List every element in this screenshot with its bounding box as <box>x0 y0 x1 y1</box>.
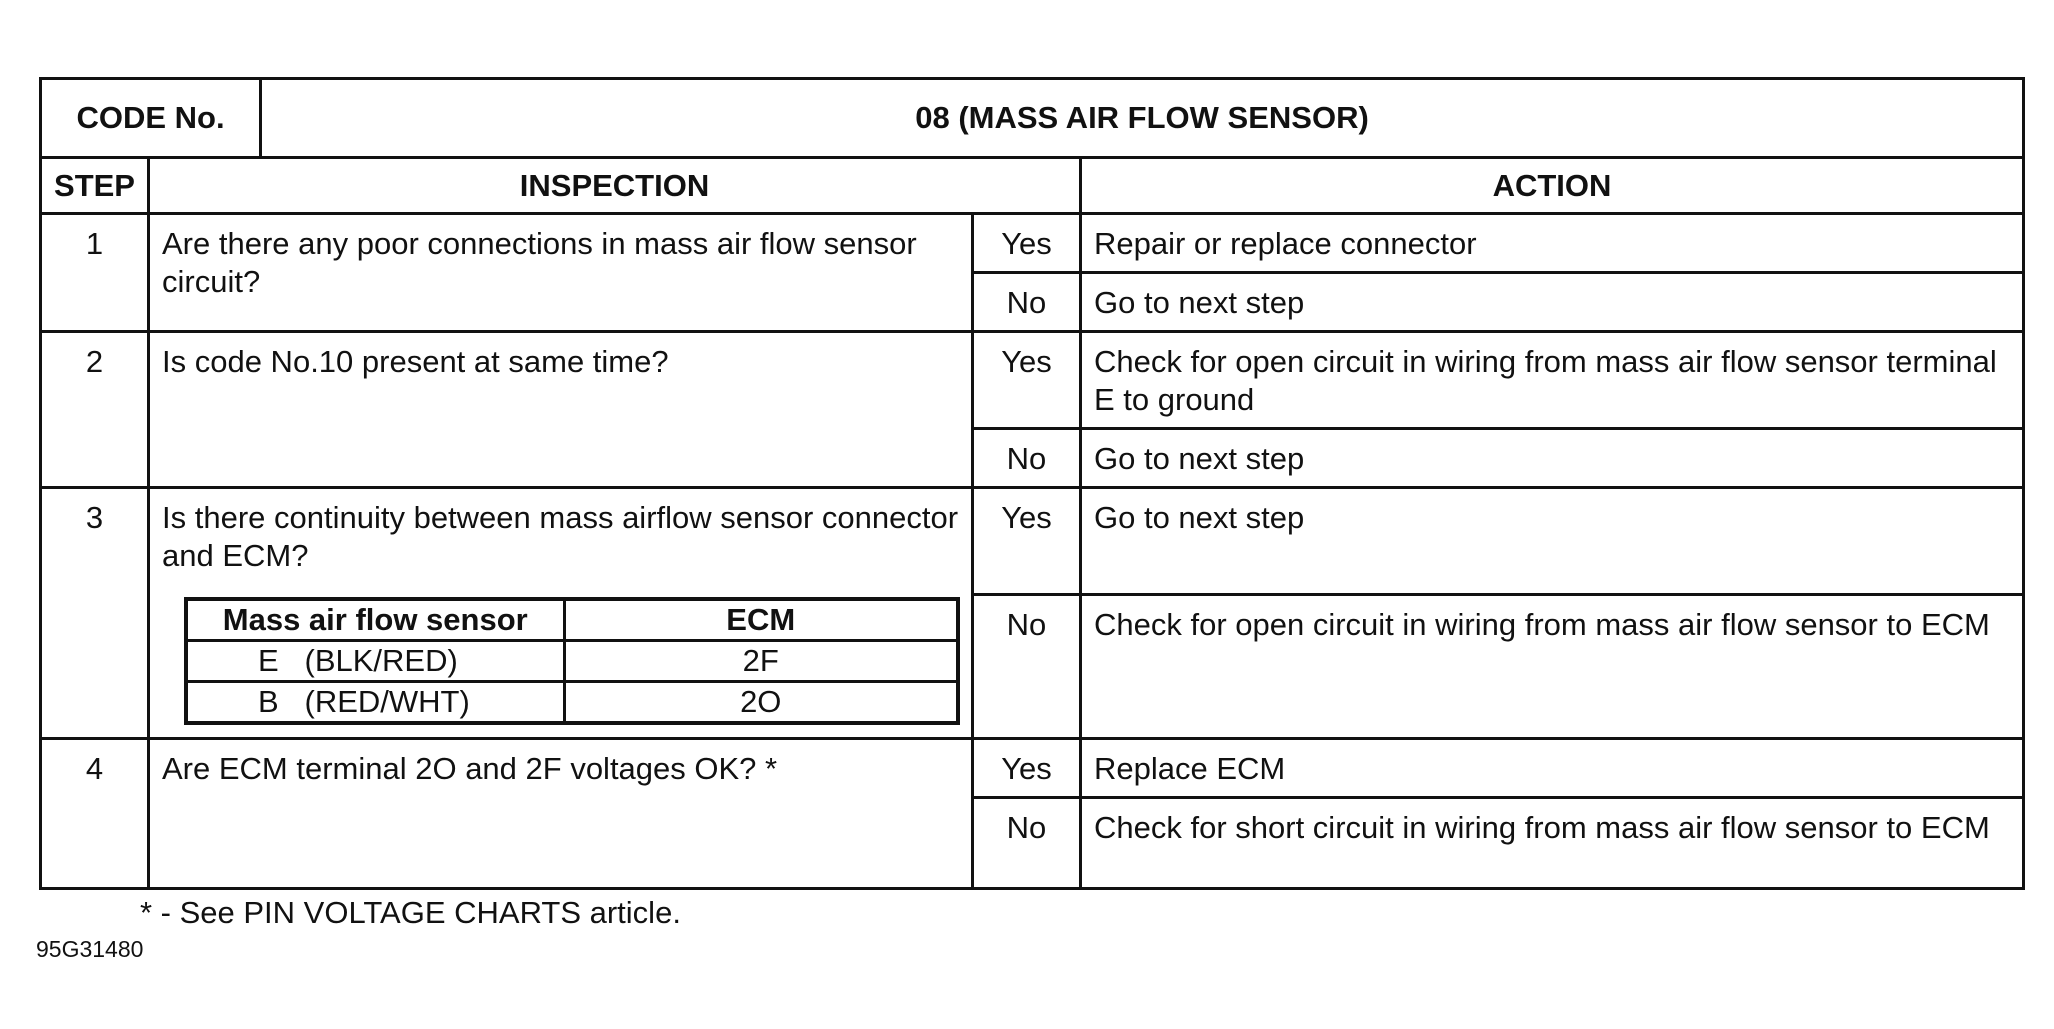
step-number: 4 <box>39 737 150 890</box>
table-row: 3 Is there continuity between mass airfl… <box>39 486 2026 740</box>
figure-id: 95G31480 <box>36 936 144 962</box>
inspection-question: Is there continuity between mass airflow… <box>162 500 959 573</box>
step-number: 1 <box>39 212 150 333</box>
yes-label: Yes <box>971 330 1082 430</box>
no-action: Check for open circuit in wiring from ma… <box>1078 592 2026 741</box>
ecm-terminal: 2O <box>562 680 960 725</box>
yes-label: Yes <box>971 737 1082 799</box>
yes-action: Replace ECM <box>1078 737 2026 799</box>
action-header: ACTION <box>1078 156 2026 215</box>
inspection-cell: Is there continuity between mass airflow… <box>147 486 974 740</box>
no-label: No <box>971 796 1082 890</box>
table-row: 4 Are ECM terminal 2O and 2F voltages OK… <box>39 737 2026 890</box>
step-number: 3 <box>39 486 150 740</box>
code-label: CODE No. <box>39 77 262 159</box>
diagnostic-table: CODE No. 08 (MASS AIR FLOW SENSOR) STEP … <box>39 77 2026 890</box>
table-row: No Check for short circuit in wiring fro… <box>41 796 2026 890</box>
ecm-terminal: 2F <box>562 639 960 683</box>
no-action: Go to next step <box>1078 271 2026 333</box>
sensor-terminal: B (RED/WHT) <box>184 680 566 725</box>
yes-label: Yes <box>971 212 1082 274</box>
yes-label: Yes <box>971 486 1082 596</box>
sensor-terminal: E (BLK/RED) <box>184 639 566 683</box>
connector-table: Mass air flow sensor ECM E (BLK/RED) 2F … <box>184 597 960 725</box>
inspection-question: Are there any poor connections in mass a… <box>147 212 974 333</box>
inspection-question: Is code No.10 present at same time? <box>147 330 974 489</box>
table-row: No Check for open circuit in wiring from… <box>41 592 2026 741</box>
inspection-header: INSPECTION <box>147 156 1082 215</box>
yes-action: Go to next step <box>1078 486 2026 596</box>
connector-header-ecm: ECM <box>562 597 960 642</box>
yes-action: Repair or replace connector <box>1078 212 2026 274</box>
no-label: No <box>971 271 1082 333</box>
no-action: Go to next step <box>1078 427 2026 489</box>
footnote: * - See PIN VOLTAGE CHARTS article. <box>140 895 681 930</box>
table-row: No Go to next step <box>41 427 2026 489</box>
code-title: 08 (MASS AIR FLOW SENSOR) <box>258 77 2026 159</box>
connector-row: B (RED/WHT) 2O <box>184 680 960 725</box>
no-label: No <box>971 592 1082 741</box>
table-row: 2 Is code No.10 present at same time? Ye… <box>39 330 2026 489</box>
connector-header-sensor: Mass air flow sensor <box>184 597 566 642</box>
connector-row: E (BLK/RED) 2F <box>184 639 960 683</box>
table-row: 1 Are there any poor connections in mass… <box>39 212 2026 333</box>
inspection-question: Are ECM terminal 2O and 2F voltages OK? … <box>147 737 974 890</box>
step-number: 2 <box>39 330 150 489</box>
yes-action: Check for open circuit in wiring from ma… <box>1078 330 2026 430</box>
diagnostic-table-container: CODE No. 08 (MASS AIR FLOW SENSOR) STEP … <box>39 77 2026 890</box>
table-row: No Go to next step <box>41 271 2026 333</box>
no-label: No <box>971 427 1082 489</box>
no-action: Check for short circuit in wiring from m… <box>1078 796 2026 890</box>
step-header: STEP <box>39 156 150 215</box>
